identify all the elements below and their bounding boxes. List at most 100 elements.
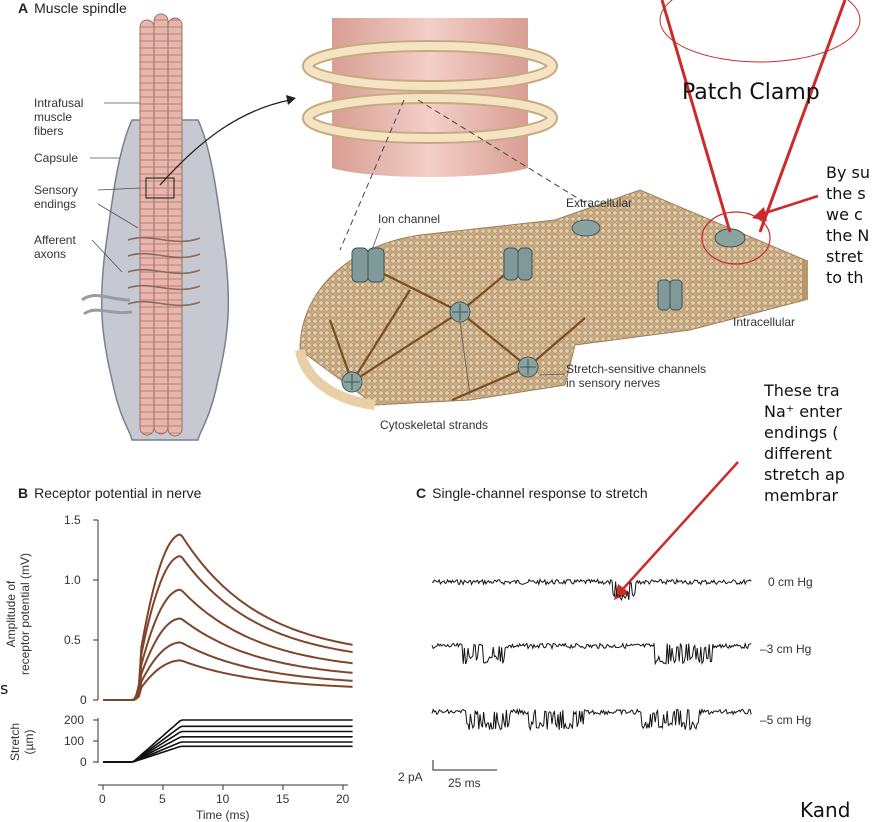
receptor-curve (103, 533, 353, 701)
patch-clamp-note: By su the s we c the N stret to th (826, 162, 870, 288)
trace-label-5: –5 cm Hg (760, 713, 812, 727)
note-line: endings ( (764, 423, 839, 442)
patch-target (701, 211, 771, 265)
panel-c-letter: C (416, 485, 427, 501)
x-tick: 0 (99, 792, 106, 806)
label-line: Afferent (34, 233, 76, 247)
receptor-curve (103, 588, 353, 701)
stretch-curve (103, 730, 353, 763)
sensory-endings-coil (127, 236, 201, 307)
note-line: we c (826, 205, 863, 224)
receptor-curve (103, 555, 353, 701)
callout-arrow (761, 194, 819, 216)
scale-current-label: 2 pA (398, 770, 423, 784)
transduction-note: These tra Na⁺ enter endings ( different … (764, 380, 845, 506)
x-tick: 5 (159, 792, 166, 806)
stretch-curve (103, 719, 353, 763)
x-axis-label: Time (ms) (196, 808, 250, 822)
label-line: muscle (34, 110, 73, 124)
y-tick: 200 (64, 713, 85, 727)
label-intracellular: Intracellular (733, 315, 796, 329)
panel-b-ylabel-bottom: Stretch (µm) (8, 712, 36, 772)
stretch-curve (103, 725, 353, 763)
trace-label-3: –3 cm Hg (760, 642, 812, 656)
x-tick: 15 (276, 792, 290, 806)
note-line: to th (826, 268, 864, 287)
patch-pipette (660, 0, 847, 233)
label-line: axons (34, 247, 67, 261)
y-tick: 0.5 (64, 633, 81, 647)
axis-label-line: Stretch (8, 723, 22, 762)
axis-label-line: Amplitude of (4, 580, 18, 648)
note-line: the N (826, 226, 870, 245)
label-sensory-endings: Sensory endings (34, 183, 78, 211)
intrafusal-fiber (153, 13, 169, 435)
panel-c-title-text: Single-channel response to stretch (432, 485, 648, 501)
label-ion-channel: Ion channel (378, 212, 441, 226)
panel-a-letter: A (18, 0, 29, 16)
patch-clamp-title: Patch Clamp (682, 80, 820, 105)
panel-b-ylabel-top: Amplitude of receptor potential (mV) (4, 549, 32, 679)
axis-label-line: receptor potential (mV) (18, 552, 32, 676)
channel-trace (431, 707, 752, 732)
single-channel-traces (431, 578, 752, 732)
channel-trace (431, 641, 752, 666)
intrafusal-fiber (139, 19, 155, 436)
axis-label-line: (µm) (22, 729, 36, 755)
label-line: Intrafusal (34, 96, 84, 110)
intrafusal-fiber (167, 17, 183, 437)
membrane-edge (295, 348, 376, 410)
receptor-curve (103, 617, 353, 701)
label-line: Sensory (34, 183, 79, 197)
x-tick: 10 (216, 792, 230, 806)
label-line: Stretch-sensitive channels (566, 362, 707, 376)
note-line: These tra (764, 381, 840, 400)
y-tick: 1.5 (64, 513, 81, 527)
stretch-curve (103, 745, 353, 763)
channel-trace (431, 578, 752, 602)
stretch-curve (103, 741, 353, 763)
label-stretch-channels: Stretch-sensitive channels in sensory ne… (566, 362, 706, 390)
label-afferent-axons: Afferent axons (34, 233, 76, 261)
x-tick: 20 (336, 792, 350, 806)
label-intrafusal: Intrafusal muscle fibers (34, 96, 83, 138)
note-line: By su (826, 163, 871, 182)
label-cytoskeletal: Cytoskeletal strands (380, 418, 489, 432)
receptor-curves (103, 533, 353, 701)
citation-fragment: Kand (800, 798, 851, 822)
note-line: stret (826, 247, 863, 266)
panel-b-axes (97, 520, 348, 786)
receptor-curve (103, 659, 353, 701)
scale-bar (432, 760, 497, 771)
trace-label-0: 0 cm Hg (768, 575, 813, 589)
panel-b-title-text: Receptor potential in nerve (34, 485, 202, 501)
panel-b-ticks (93, 519, 344, 790)
afferent-axon (81, 294, 131, 302)
magnify-arrow (159, 99, 291, 186)
y-tick: 0 (80, 755, 87, 769)
left-edge-fragment: s (0, 679, 9, 698)
y-tick: 0 (80, 693, 87, 707)
receptor-curve (103, 641, 353, 701)
label-line: endings (34, 197, 77, 211)
label-line: in sensory nerves (566, 376, 661, 390)
cytoskeletal-strands (328, 261, 586, 402)
panel-a-title-text: Muscle spindle (34, 0, 127, 16)
note-line: Na⁺ enter (764, 402, 842, 421)
note-line: the s (826, 184, 866, 203)
stretch-curves (103, 719, 353, 763)
ion-channel (351, 247, 683, 311)
panel-a-title: A Muscle spindle (18, 0, 127, 16)
label-capsule: Capsule (34, 151, 79, 165)
note-line: different (764, 444, 832, 463)
label-extracellular: Extracellular (566, 196, 633, 210)
y-tick: 1.0 (64, 573, 81, 587)
magnify-box (145, 177, 175, 199)
panel-c-title: C Single-channel response to stretch (416, 485, 648, 501)
note-line: stretch ap (764, 465, 845, 484)
callout-arrow (621, 461, 739, 591)
note-line: membrar (764, 486, 839, 505)
membrane-surface (299, 189, 806, 406)
